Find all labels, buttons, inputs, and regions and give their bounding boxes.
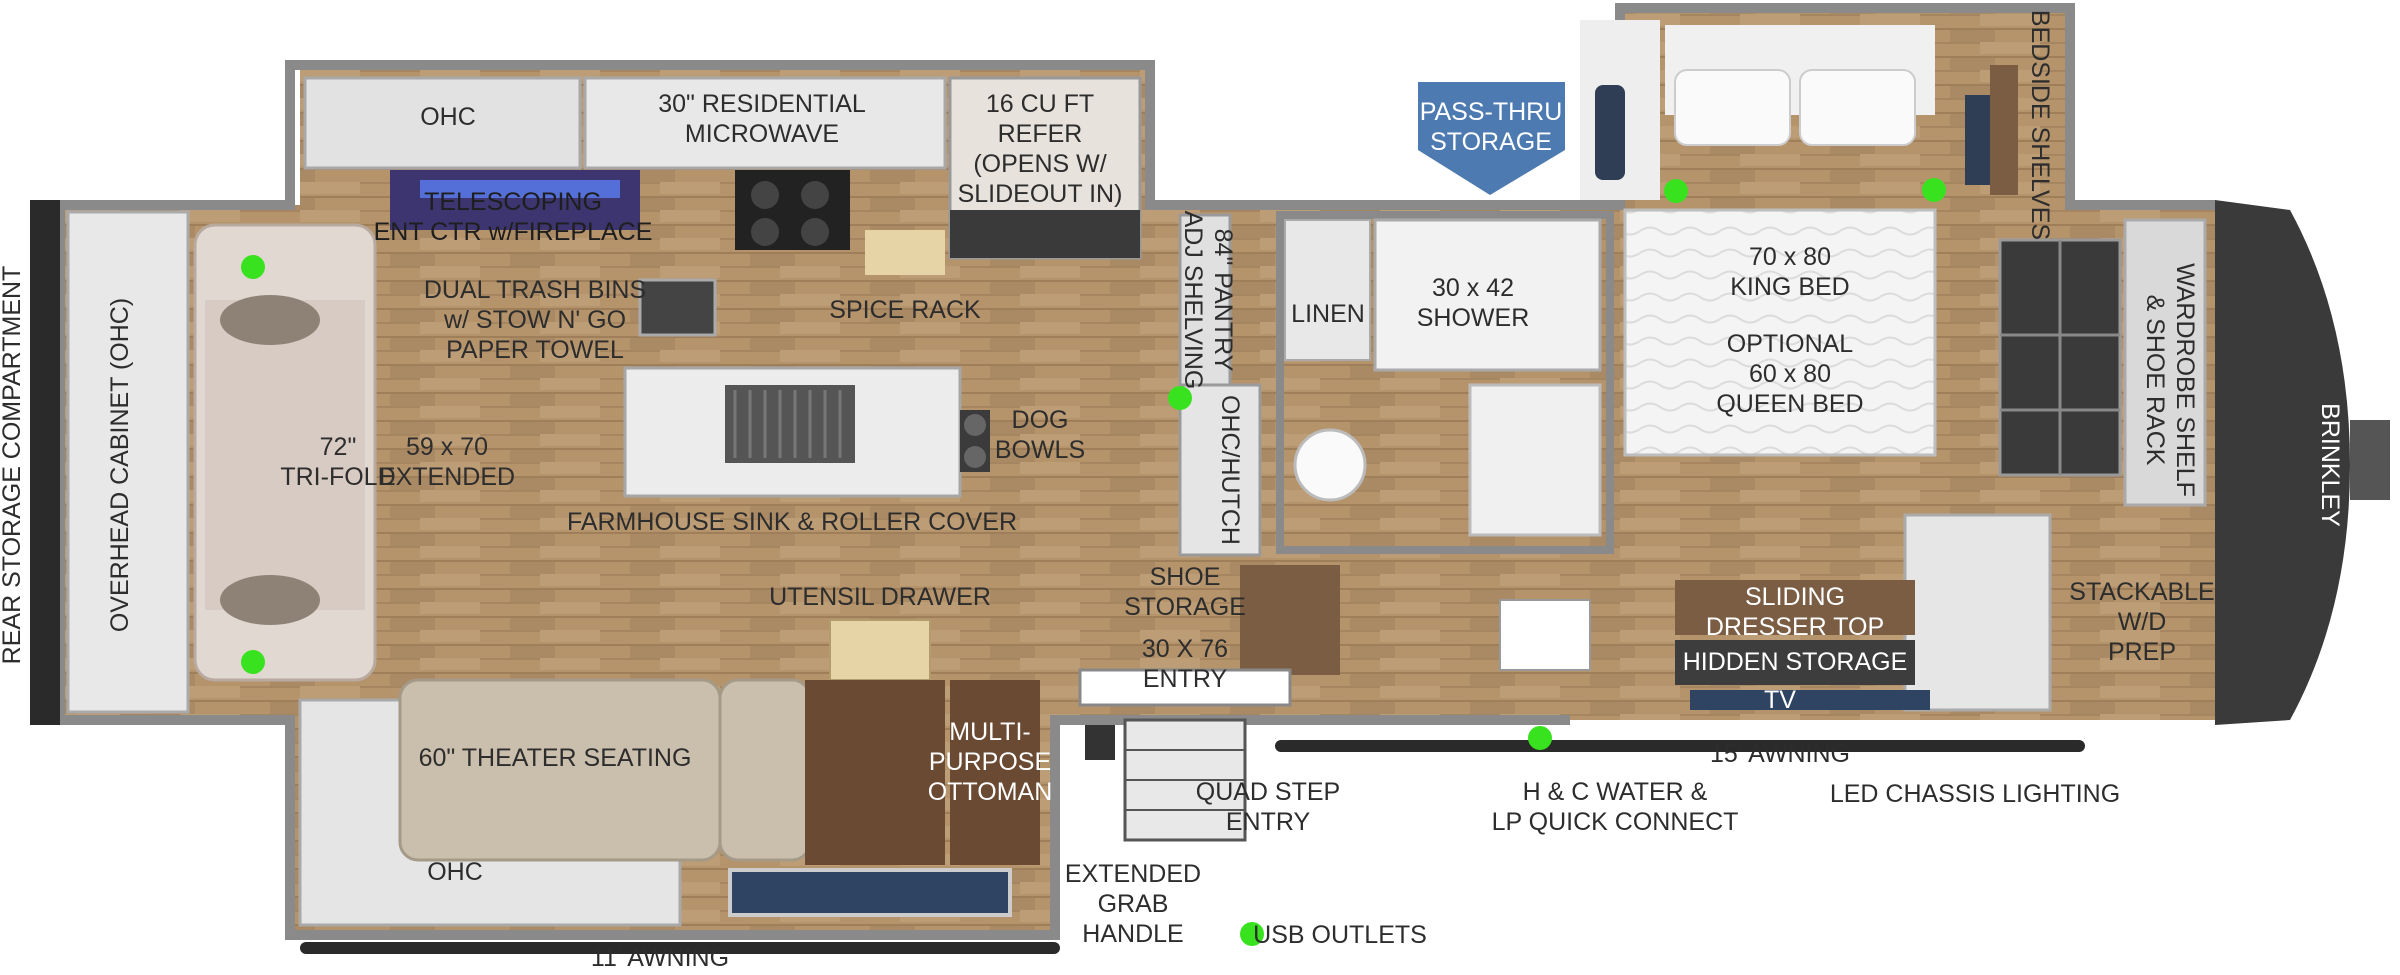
stackable-wd	[1903, 513, 2052, 712]
pillow	[220, 295, 320, 345]
brand-label: BRINKLEY	[2316, 403, 2344, 527]
shoe-storage	[1240, 565, 1340, 675]
entry-door	[1078, 668, 1292, 707]
rear-cap	[30, 200, 60, 725]
shower	[1373, 218, 1602, 372]
spice-rack	[865, 230, 945, 275]
fireplace-lower	[728, 868, 1012, 917]
usb-outlet-dot	[1922, 178, 1946, 202]
ohc-cabinet-top	[303, 76, 582, 170]
led-chassis-label: LED CHASSIS LIGHTING	[1830, 780, 2120, 808]
pantry-label: 84" PANTRYADJ SHELVING	[1179, 211, 1237, 390]
bathroom-sink	[1468, 383, 1602, 537]
overhead-cabinet-label: OVERHEAD CABINET (OHC)	[106, 298, 134, 632]
front-hitch	[2350, 420, 2390, 500]
sliding-dresser	[1675, 580, 1915, 635]
bedside-shelves	[1990, 65, 2018, 195]
front-cap	[2215, 200, 2350, 725]
pillow-left	[1674, 69, 1791, 146]
hidden-storage	[1675, 640, 1915, 685]
utensil-drawer-label: UTENSIL DRAWER	[769, 583, 991, 611]
ottoman	[950, 680, 1040, 865]
usb-legend-label: USB OUTLETS	[1253, 921, 1427, 949]
microwave-cabinet	[583, 76, 947, 170]
bedroom-tv	[1690, 690, 1930, 710]
usb-outlet-dot	[1528, 726, 1552, 750]
hidden-storage-label: HIDDEN STORAGE	[1683, 648, 1908, 676]
awning-11	[300, 942, 1060, 954]
bedroom-window	[1595, 85, 1625, 180]
cooktop	[735, 170, 850, 250]
usb-outlet-dot	[1664, 179, 1688, 203]
utensil-drawer	[829, 619, 931, 681]
usb-outlet-dot	[241, 650, 265, 674]
awning-15	[1275, 740, 2085, 752]
toilet	[1293, 428, 1367, 502]
sofa-label: 72"TRI-FOLD	[280, 433, 395, 491]
usb-outlet-dot	[241, 255, 265, 279]
linen-label: LINEN	[1291, 300, 1365, 328]
usb-legend-dot	[1240, 922, 1264, 946]
quad-step-entry	[1123, 718, 1247, 842]
awning-11-label: 11' AWNING	[591, 944, 729, 972]
pillow	[220, 575, 320, 625]
wardrobe-label: WARDROBE SHELF& SHOE RACK	[2141, 263, 2199, 497]
rear-ohc-cabinet	[66, 210, 190, 714]
usb-outlet-dot	[1168, 386, 1192, 410]
farmhouse-sink-label: FARMHOUSE SINK & ROLLER COVER	[567, 508, 1017, 536]
awning-15-label: 15' AWNING	[1710, 740, 1850, 768]
ohc-hutch-label: OHC/HUTCH	[1216, 395, 1244, 545]
theater-label: 60" THEATER SEATING	[419, 744, 692, 772]
pillow-right	[1799, 69, 1916, 146]
pass-thru-storage-badge	[1418, 82, 1565, 195]
water-lp-label: H & C WATER &LP QUICK CONNECT	[1492, 778, 1739, 836]
linen-closet	[1284, 219, 1371, 361]
dining-table	[805, 680, 945, 865]
recliner	[718, 678, 812, 862]
usb-outlets	[241, 178, 1946, 946]
ohc-top-label: OHC	[420, 103, 476, 131]
trash-bins	[638, 278, 717, 337]
king-bed	[1623, 208, 1937, 457]
bathroom-door-swing	[1499, 599, 1591, 671]
farmhouse-sink	[725, 385, 855, 463]
rear-storage-label: REAR STORAGE COMPARTMENT	[0, 266, 26, 665]
grab-handle	[1085, 725, 1115, 760]
tv-label: TV	[1764, 686, 1796, 714]
bedside-shelves-label: BEDSIDE SHELVES	[2026, 10, 2054, 240]
spice-rack-label: SPICE RACK	[829, 296, 981, 324]
ohc-hutch	[1178, 383, 1262, 557]
wardrobe-shelf	[2123, 218, 2207, 507]
ohc-bottom-label: OHC	[427, 858, 483, 886]
